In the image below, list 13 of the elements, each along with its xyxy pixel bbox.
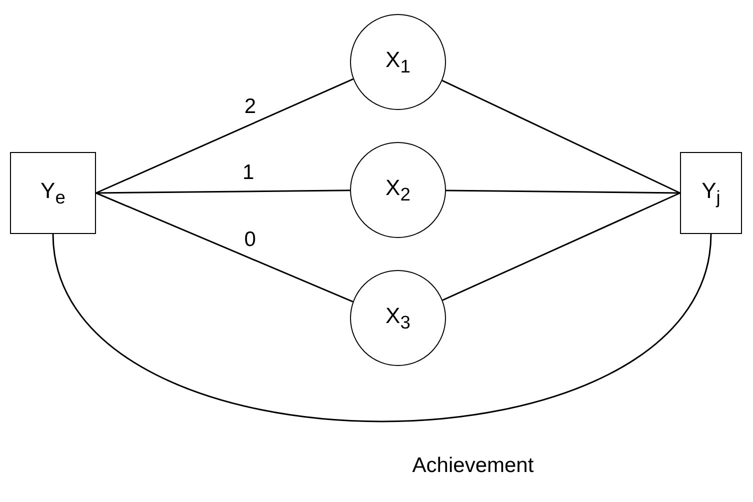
connector-line <box>52 234 712 422</box>
connector-line <box>96 78 354 194</box>
connector-line <box>442 192 680 301</box>
node-label: X$_{3}$ <box>386 302 410 334</box>
connector-line <box>96 192 354 302</box>
node-label: Y$_{j}$ <box>702 178 720 208</box>
variable-box <box>680 152 742 234</box>
node-label: X$_{2}$ <box>386 174 410 206</box>
connector-line <box>442 80 680 194</box>
node-label: X$_{1}$ <box>386 46 410 78</box>
node-label: Y$_{e}$ <box>40 178 66 208</box>
variable-box <box>10 152 96 234</box>
connector-line <box>96 190 350 194</box>
